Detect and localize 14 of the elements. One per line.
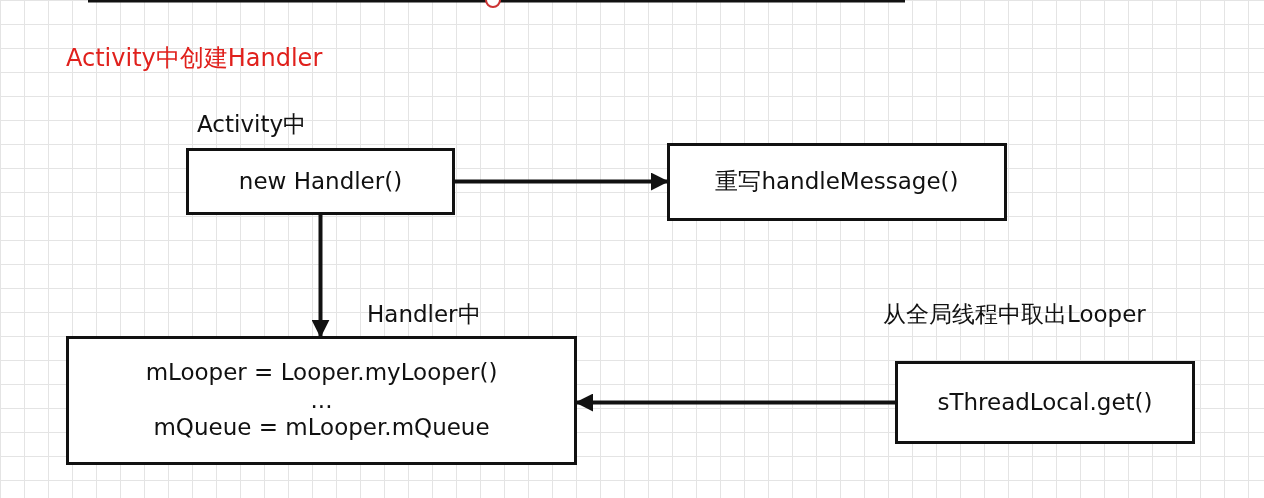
arrow — [311, 215, 330, 338]
box-text: 重写handleMessage() — [715, 168, 959, 196]
box-text: new Handler() — [238, 167, 403, 196]
arrow — [575, 393, 895, 412]
box-text: sThreadLocal.get() — [937, 388, 1153, 417]
box-text: mLooper = Looper.myLooper() — [145, 359, 498, 387]
arrow — [455, 172, 669, 191]
title: Activity中创建Handler — [66, 43, 323, 74]
box-heading: Handler中 — [367, 300, 481, 329]
box-heading: Activity中 — [197, 110, 306, 139]
box-text: mQueue = mLooper.mQueue — [153, 414, 490, 442]
process-box — [667, 143, 1007, 221]
box-text: ... — [310, 386, 333, 415]
box-heading: 从全局线程中取出Looper — [883, 300, 1146, 329]
